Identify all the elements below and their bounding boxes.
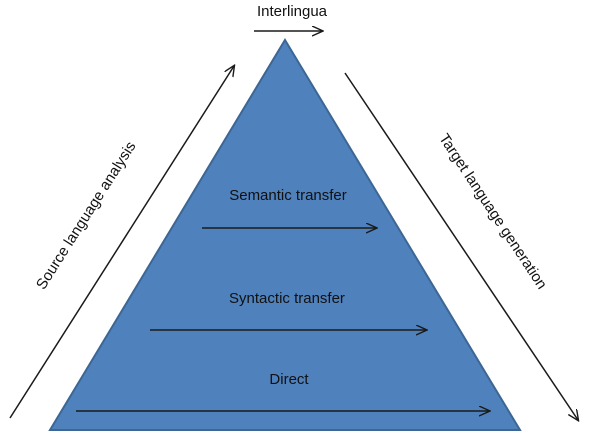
- target-generation-arrow: [344, 72, 578, 420]
- semantic-transfer-label: Semantic transfer: [229, 187, 347, 204]
- source-analysis-arrow: [9, 66, 234, 419]
- pyramid-triangle: [48, 38, 522, 431]
- source-language-analysis-label: Source language analysis: [33, 139, 140, 293]
- interlingua-label: Interlingua: [257, 3, 328, 20]
- target-language-generation-label: Target language generation: [435, 131, 550, 293]
- direct-label: Direct: [269, 371, 309, 388]
- syntactic-transfer-label: Syntactic transfer: [229, 290, 345, 307]
